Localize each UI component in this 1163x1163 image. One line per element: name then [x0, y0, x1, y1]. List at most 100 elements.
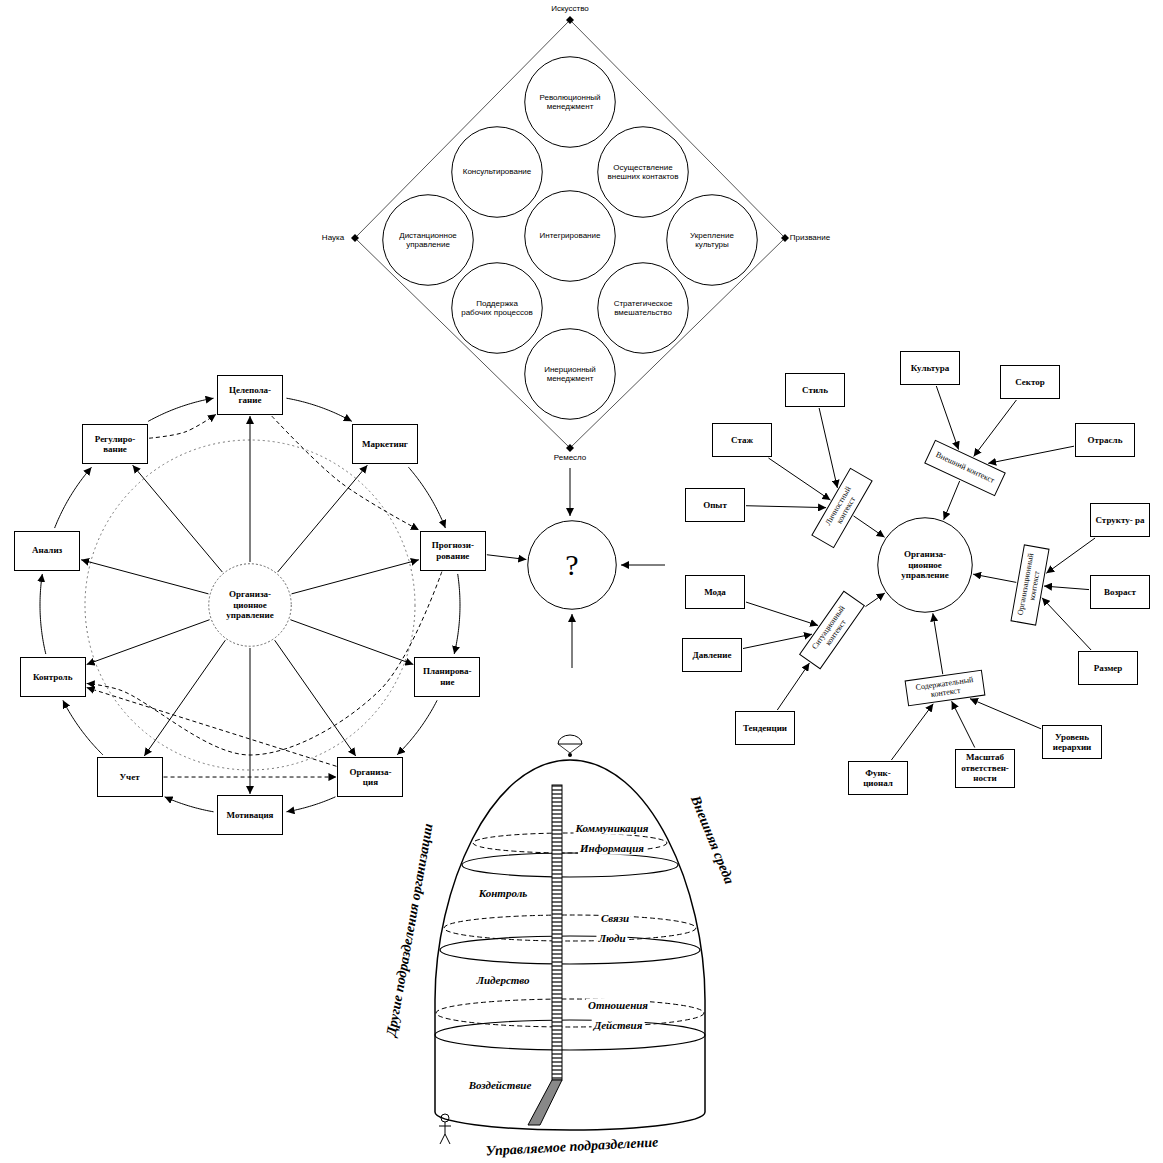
level-label: Люди: [596, 932, 627, 945]
context-box: Содержательный контекст: [905, 670, 986, 707]
connector: [63, 700, 103, 754]
context-box: Внешний контекст: [924, 440, 1006, 497]
level-label: Действия: [592, 1019, 645, 1032]
node-text: Дистанционное управление: [392, 231, 464, 249]
axis-label: Искусство: [551, 4, 589, 13]
axis-label: Призвание: [790, 233, 830, 242]
connector: [891, 704, 933, 760]
node-text: Революционный менеджмент: [534, 93, 606, 111]
factor-box: Стиль: [785, 373, 845, 407]
axis-label: Наука: [322, 233, 344, 242]
level-ring: [462, 853, 678, 877]
role-circle: Поддержка рабочих процессов: [451, 262, 543, 354]
parachute-cord: [558, 744, 570, 753]
context-box: Личностный контекст: [811, 468, 873, 549]
level-label: Коммуникация: [573, 822, 650, 835]
role-circle: Дистанционное управление: [382, 194, 474, 286]
function-box: Мотивация: [217, 795, 283, 835]
node-text: Стратегическое вмешательство: [607, 299, 679, 317]
level-label: Воздействие: [467, 1079, 534, 1092]
connector: [944, 481, 960, 520]
factor-box: Тенденции: [735, 711, 795, 745]
role-circle: Стратегическое вмешательство: [597, 262, 689, 354]
connector: [250, 416, 251, 562]
node-text: Стаж: [716, 435, 768, 445]
node-text: Культура: [904, 363, 956, 373]
connector: [250, 648, 251, 794]
circle-shape: [598, 127, 689, 218]
input-arrow: [572, 614, 573, 668]
connector: [973, 574, 1016, 582]
corner-marker: [781, 234, 789, 242]
connector: [87, 620, 210, 665]
circle-shape: [209, 564, 292, 647]
center-circle: Организа- ционное управление: [877, 517, 973, 613]
connector: [81, 560, 208, 594]
role-circle: Интегрирование: [524, 190, 616, 282]
connector: [148, 398, 213, 421]
connector: [746, 506, 826, 508]
node-text: Функ- ционал: [852, 768, 904, 789]
level-label: Лидерство: [474, 974, 531, 987]
factor-box: Возраст: [1090, 575, 1150, 609]
node-text: Прогнози- рование: [424, 540, 482, 561]
node-text: Отрасль: [1079, 435, 1131, 445]
connector: [933, 613, 943, 674]
node-text: Мотивация: [221, 810, 279, 820]
connector: [278, 465, 368, 572]
node-text: Личностный контекст: [817, 473, 868, 543]
function-box: Маркетинг: [352, 424, 418, 464]
circle-shape: [452, 127, 543, 218]
node-text: Возраст: [1094, 587, 1146, 597]
dashed-connector: [164, 777, 337, 778]
level-dashed-ring: [444, 915, 696, 941]
role-circle: Инерционный менеджмент: [524, 328, 616, 420]
parachutist: [568, 753, 572, 757]
factor-box: Масштаб ответствен- ности: [955, 749, 1015, 788]
factor-box: Отрасль: [1075, 423, 1135, 457]
node-text: Уровень иерархии: [1046, 732, 1098, 753]
input-arrow: [570, 468, 571, 516]
factor-box: Культура: [900, 351, 960, 385]
circle-shape: [525, 191, 616, 282]
role-diamond: [355, 20, 785, 448]
node-text: Укрепление культуры: [676, 231, 748, 249]
stick-figure-body: [445, 1122, 446, 1134]
circle-shape: [525, 329, 616, 420]
node-text: Интегрирование: [534, 231, 606, 240]
function-box: Анализ: [14, 531, 80, 571]
egg-outline: [435, 760, 705, 1130]
connector: [290, 620, 413, 665]
connector: [768, 458, 830, 500]
circle-shape: [598, 263, 689, 354]
connector: [1044, 586, 1089, 589]
connector: [746, 602, 818, 625]
context-box: Организационный контекст: [1010, 544, 1049, 625]
circle-shape: [878, 518, 973, 613]
circle-shape: [383, 195, 474, 286]
role-circle: Консультирование: [451, 126, 543, 218]
connector: [854, 516, 885, 537]
node-text: Тенденции: [739, 723, 791, 733]
node-text: Мода: [689, 587, 741, 597]
level-ring: [435, 1020, 705, 1050]
connector: [970, 699, 1041, 729]
node-text: Планирова- ние: [418, 666, 476, 687]
connector: [974, 400, 1017, 457]
node-text: Консультирование: [461, 167, 533, 176]
circle-shape: [525, 57, 616, 148]
connector: [743, 634, 812, 648]
node-text: Содержательный контекст: [909, 674, 981, 702]
connector: [397, 700, 437, 754]
node-text: Организа- ционное управление: [217, 589, 283, 620]
factor-box: Давление: [682, 638, 742, 672]
level-dashed-ring: [436, 999, 704, 1027]
connector-group: [40, 386, 1095, 812]
node-text: Масштаб ответствен- ности: [959, 752, 1011, 783]
node-text: Размер: [1082, 663, 1134, 673]
node-text: Организа- ционное управление: [888, 549, 963, 580]
dashed-connector: [272, 416, 419, 530]
input-arrow: [621, 565, 665, 566]
function-box: Планирова- ние: [414, 657, 480, 697]
node-text: Сектор: [1004, 377, 1056, 387]
